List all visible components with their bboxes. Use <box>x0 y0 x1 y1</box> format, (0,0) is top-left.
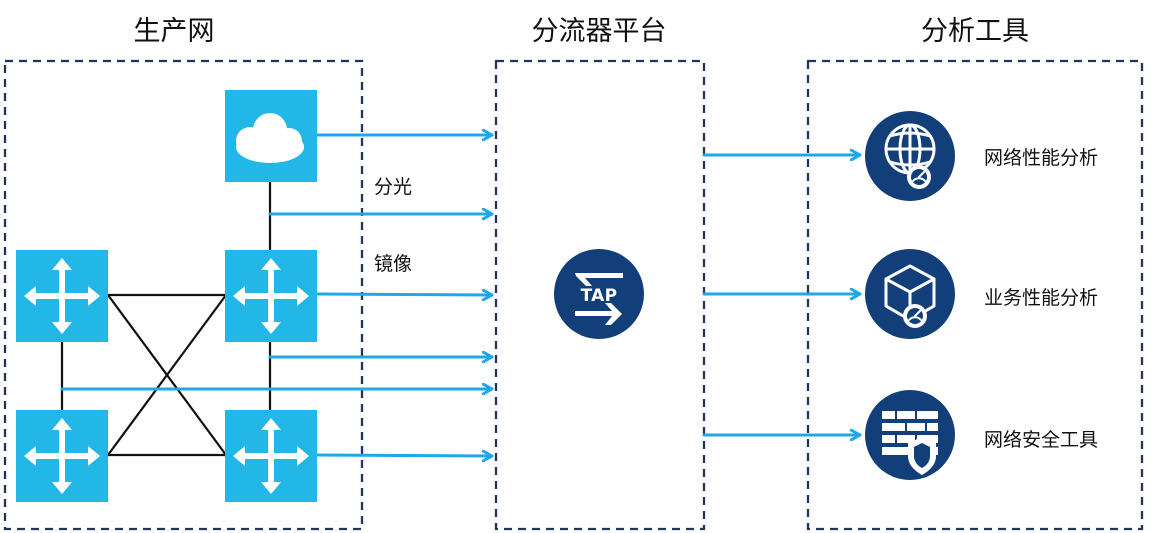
section-title-production-network: 生产网 <box>134 16 215 47</box>
tap-lower-arrow <box>575 303 622 325</box>
tap-icon <box>554 249 644 339</box>
switch-bottom-left <box>16 410 108 502</box>
section-title-analysis-tools: 分析工具 <box>921 16 1029 47</box>
business-performance-tool <box>865 249 955 339</box>
diagonal-link-2 <box>106 293 228 457</box>
network-security-tool <box>865 390 955 480</box>
tap-label: TAP <box>581 286 618 306</box>
section-title-tap-platform: 分流器平台 <box>532 16 667 47</box>
tap-device: TAP <box>554 249 644 339</box>
network-performance-tool <box>865 111 955 201</box>
switch-icon <box>225 250 317 342</box>
switch-icon <box>225 410 317 502</box>
label-mirroring: 镜像 <box>374 253 412 275</box>
arrow-mirroring <box>316 294 494 295</box>
analysis-tools-panel <box>806 59 1144 531</box>
switch-bottom-right <box>225 410 317 502</box>
switch-icon <box>16 250 108 342</box>
tool-label-network-performance: 网络性能分析 <box>984 147 1098 169</box>
switch-top-left <box>16 250 108 342</box>
tool-label-network-security: 网络安全工具 <box>984 429 1098 451</box>
cloud-device <box>225 90 317 182</box>
label-split-light: 分光 <box>374 176 412 198</box>
tool-label-business-performance: 业务性能分析 <box>984 287 1098 309</box>
tap-upper-arrow <box>575 273 623 286</box>
switch-top-right <box>225 250 317 342</box>
switch-icon <box>16 410 108 502</box>
cloud-icon <box>236 113 304 163</box>
arrow-bottom-right-switch <box>316 455 494 456</box>
